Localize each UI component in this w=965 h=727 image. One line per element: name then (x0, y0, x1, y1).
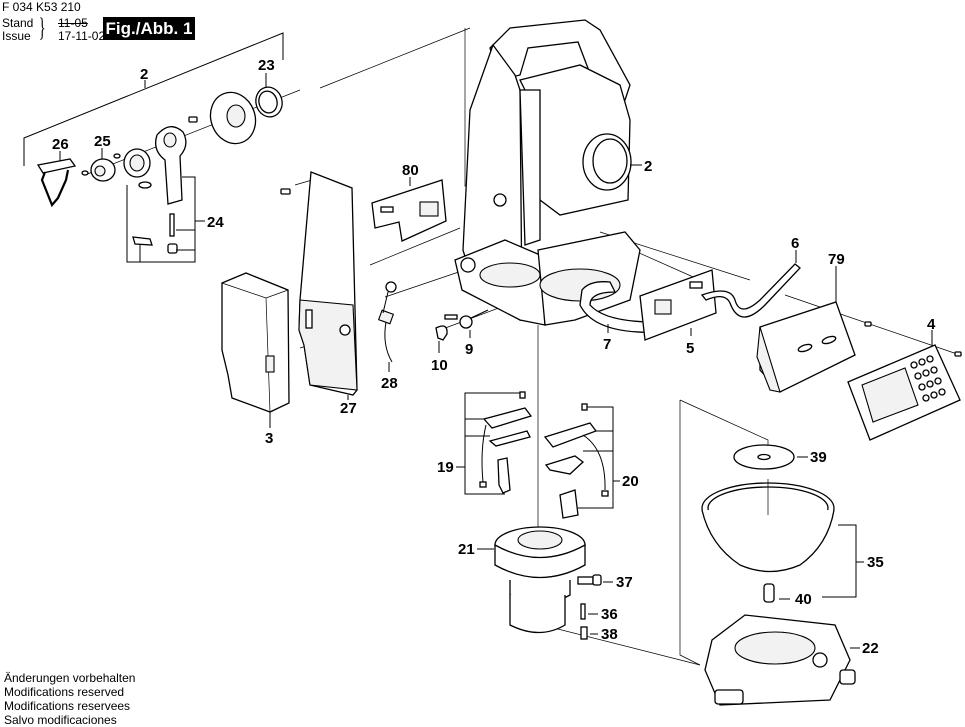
callout-38: 38 (601, 626, 618, 643)
footer-line-fr: Modifications reservees (4, 699, 131, 713)
footer-line-de: Änderungen vorbehalten (4, 671, 136, 685)
callout-35: 35 (867, 554, 884, 571)
group-bracket-2 (23, 32, 284, 166)
callout-79: 79 (828, 251, 845, 268)
part-7-flat-cable (579, 281, 662, 333)
callout-21: 21 (458, 541, 475, 558)
group-bracket-24 (126, 176, 205, 263)
stand-label: Stand (2, 16, 34, 30)
part-38-sleeve (580, 626, 588, 640)
part-28-connector (377, 281, 397, 363)
keypad-keys (910, 355, 946, 402)
brace-icon: } (38, 13, 46, 42)
callout-36: 36 (601, 606, 618, 623)
part-flange (188, 91, 257, 145)
part-9-screw (459, 309, 489, 329)
callout-26: 26 (52, 136, 69, 153)
callout-4: 4 (927, 316, 936, 333)
callout-2-top: 2 (140, 66, 148, 83)
callout-2-right: 2 (644, 158, 652, 175)
issue-label: Issue (2, 29, 31, 43)
part-35-base (701, 479, 864, 598)
callout-37: 37 (616, 574, 633, 591)
callout-80: 80 (402, 162, 419, 179)
part-6-ribbon-cable (700, 263, 801, 318)
callout-9: 9 (465, 341, 473, 358)
callout-28: 28 (381, 375, 398, 392)
part-20-kit (543, 403, 620, 519)
issue-value: 17-11-02 (58, 29, 106, 43)
part-5-board (639, 269, 717, 341)
callout-22: 22 (862, 640, 879, 657)
part-23-ring (255, 86, 283, 118)
figure-label: Fig./Abb. 1 (103, 17, 195, 40)
callout-25: 25 (94, 133, 111, 150)
part-37-screw (577, 574, 602, 586)
callout-3: 3 (265, 430, 273, 447)
callout-27: 27 (340, 400, 357, 417)
part-10-clamp (435, 314, 458, 341)
callouts: 2 23 26 25 24 80 2 6 79 4 27 28 3 10 9 7… (52, 57, 936, 657)
callout-5: 5 (686, 340, 694, 357)
part-36-pin (580, 603, 586, 620)
part-lever (132, 126, 187, 254)
part-80-board (371, 179, 447, 242)
part-21-axis (494, 526, 586, 634)
callout-10: 10 (431, 357, 448, 374)
callout-24: 24 (207, 214, 224, 231)
part-27-side-cover (298, 171, 358, 396)
callout-19: 19 (437, 459, 454, 476)
callout-6: 6 (791, 235, 799, 252)
part-26-strap (36, 158, 77, 208)
part-22-tribrach (704, 614, 860, 706)
footer-line-en: Modifications reserved (4, 685, 125, 699)
part-4-keypad (847, 344, 962, 441)
callout-39: 39 (810, 449, 827, 466)
part-screw (280, 188, 291, 195)
callout-23: 23 (258, 57, 275, 74)
main-instrument-body (454, 19, 641, 326)
part-79-display-housing (756, 301, 872, 393)
callout-7: 7 (603, 336, 611, 353)
callout-20: 20 (622, 473, 639, 490)
part-39-plate (733, 444, 795, 470)
callout-40: 40 (795, 591, 812, 608)
part-40-adapter (763, 583, 790, 603)
part-gear-wheel (113, 148, 152, 189)
part-19-kit (456, 391, 533, 495)
stand-value: 11-05 (58, 16, 88, 30)
document-number: F 034 K53 210 (2, 0, 81, 14)
part-3-battery (221, 272, 290, 413)
part-25-knob (81, 158, 116, 182)
